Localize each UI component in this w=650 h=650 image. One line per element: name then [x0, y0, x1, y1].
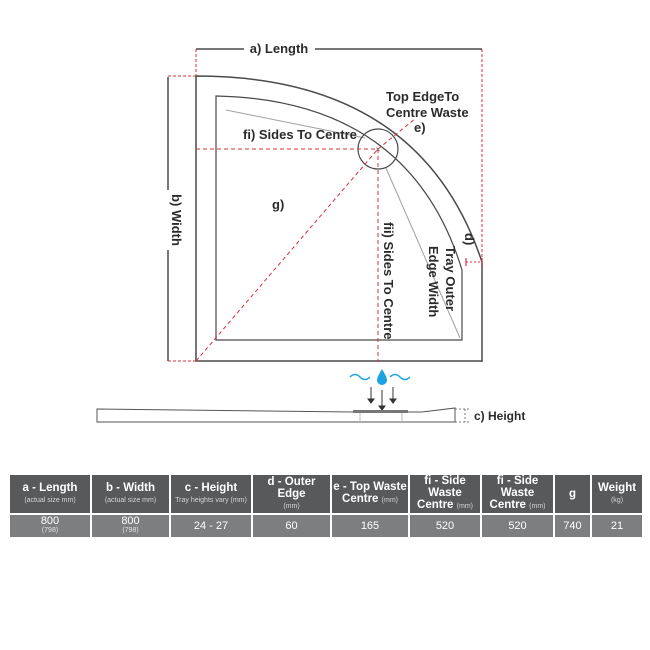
tray-inner-outline	[215, 95, 463, 341]
top-edge-letter: e)	[414, 120, 426, 135]
outer-edge-letter: d)	[462, 233, 477, 245]
cell-side-waste-centre-2: 520	[480, 513, 555, 539]
cell-length: 800(798)	[8, 513, 92, 539]
outer-edge-label-1: Tray Outer	[443, 246, 458, 311]
sides-to-centre-horizontal-label: fi) Sides To Centre	[243, 127, 357, 142]
cell-outer-edge: 60	[251, 513, 332, 539]
cell-side-waste-centre-1: 520	[408, 513, 482, 539]
cell-height: 24 - 27	[169, 513, 253, 539]
header-weight: Weight(kg)	[590, 473, 644, 515]
cell-width: 800(798)	[90, 513, 171, 539]
top-edge-label-1: Top EdgeTo	[386, 89, 459, 104]
shower-tray-diagram: a) Length b) Width × Top EdgeTo Centre W…	[96, 41, 525, 423]
sides-to-centre-vertical-label: fii) Sides To Centre	[381, 222, 396, 340]
dimension-lines	[195, 117, 482, 362]
tray-side-profile: c) Height	[96, 407, 525, 423]
cell-top-waste-centre: 165	[330, 513, 410, 539]
table-row: 800(798) 800(798) 24 - 27 60 165 520 520…	[8, 513, 644, 539]
water-drain-icon	[349, 369, 411, 411]
table-header-row: a - Length(actual size mm) b - Width(act…	[8, 473, 644, 515]
header-outer-edge: d - Outer Edge(mm)	[251, 473, 332, 515]
height-label: c) Height	[474, 409, 525, 423]
header-length: a - Length(actual size mm)	[8, 473, 92, 515]
outer-edge-label-2: Edge Width	[426, 246, 441, 317]
cell-weight: 21	[590, 513, 644, 539]
width-label: b) Width	[169, 194, 184, 246]
specification-table: a - Length(actual size mm) b - Width(act…	[8, 473, 644, 539]
top-edge-label-2: Centre Waste	[386, 105, 469, 120]
tray-outer-outline	[195, 75, 483, 362]
length-label: a) Length	[250, 41, 309, 56]
header-width: b - Width(actual size mm)	[90, 473, 171, 515]
cell-g: 740	[553, 513, 592, 539]
width-dimension: b) Width	[167, 75, 196, 362]
header-g: g	[553, 473, 592, 515]
diagonal-label: g)	[272, 197, 284, 212]
